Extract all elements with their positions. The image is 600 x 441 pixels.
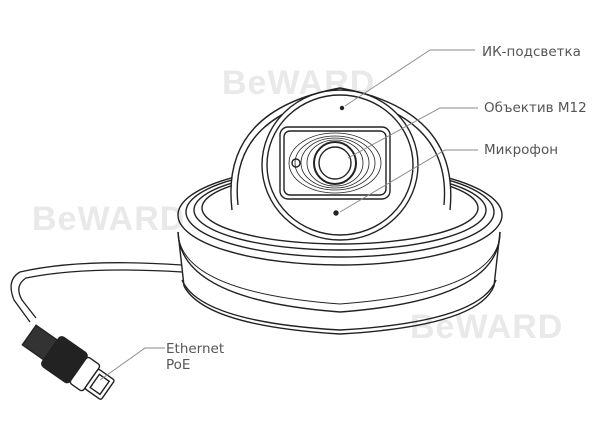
- callout-lens: Объектив M12: [484, 100, 587, 116]
- callout-ethernet: Ethernet PoE: [166, 341, 224, 373]
- callout-ir-illumination: ИК-подсветка: [482, 44, 581, 60]
- watermark: BeWARD: [32, 200, 186, 238]
- callout-microphone: Микрофон: [484, 142, 559, 158]
- watermark: BeWARD: [410, 308, 564, 346]
- callout-ethernet-line2: PoE: [166, 357, 191, 373]
- callout-ethernet-line1: Ethernet: [166, 341, 225, 357]
